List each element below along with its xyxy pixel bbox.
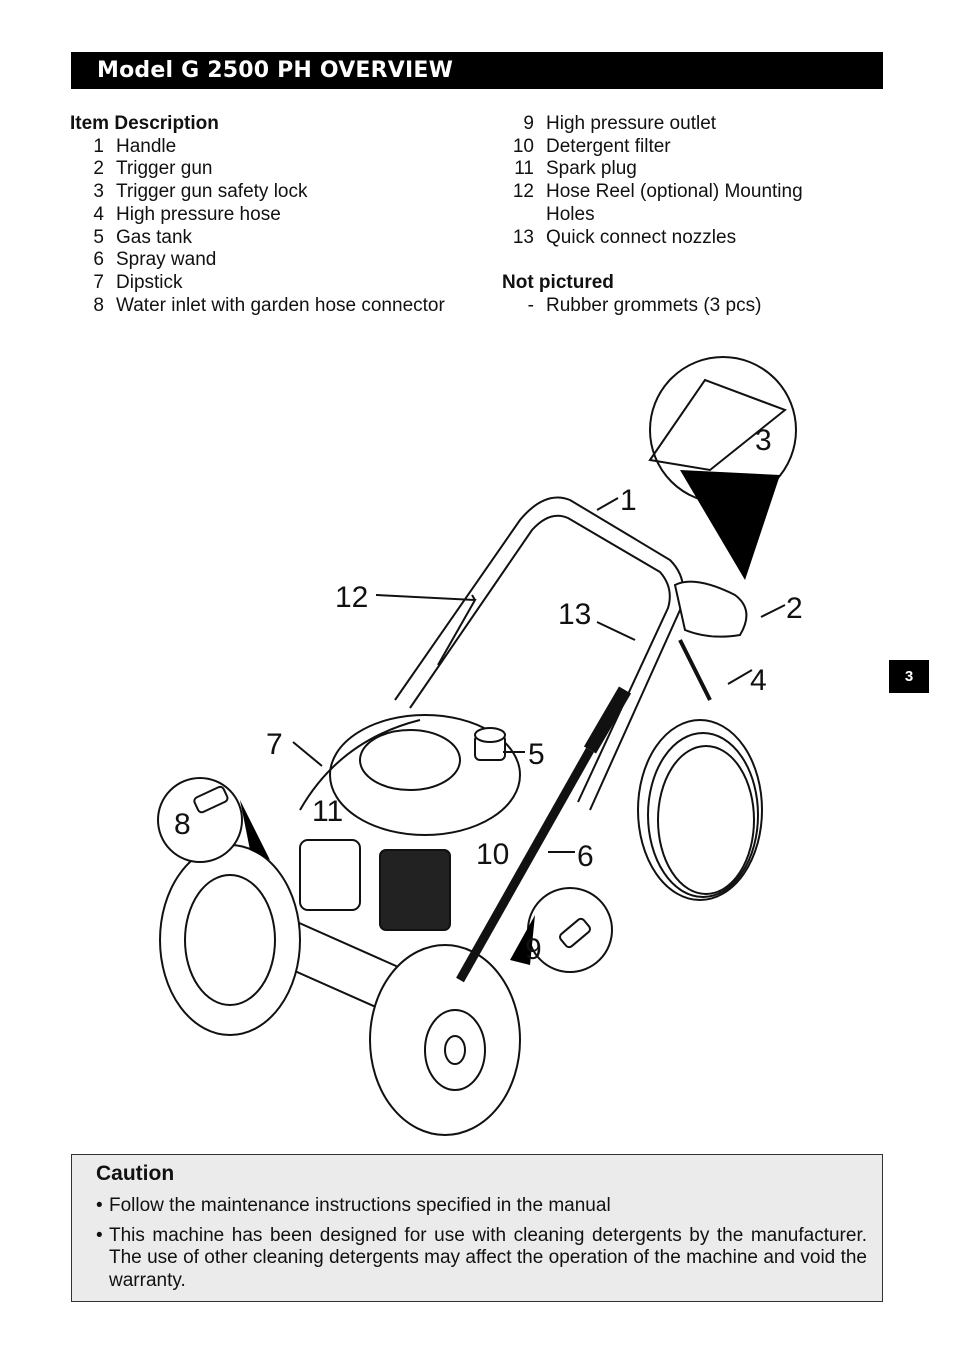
- callout-4: 4: [750, 664, 767, 697]
- callout-9: 9: [525, 933, 542, 966]
- callout-1: 1: [620, 484, 637, 517]
- callout-8: 8: [174, 808, 191, 841]
- callout-2: 2: [786, 592, 803, 625]
- list-item: -Rubber grommets (3 pcs): [527, 294, 762, 316]
- callout-13: 13: [558, 598, 591, 631]
- caution-heading: Caution: [96, 1162, 175, 1185]
- callout-10: 10: [476, 838, 509, 871]
- caution-box: Caution Follow the maintenance instructi…: [71, 1154, 883, 1302]
- page-title: Model G 2500 PH OVERVIEW: [97, 58, 454, 83]
- caution-list: Follow the maintenance instructions spec…: [96, 1195, 867, 1299]
- not-pictured-heading: Not pictured: [502, 272, 614, 294]
- callout-6: 6: [577, 840, 594, 873]
- callout-3: 3: [755, 424, 772, 457]
- callout-11: 11: [312, 795, 343, 828]
- callout-7: 7: [266, 728, 283, 761]
- pressure-washer-illustration: 1 2 3 4 5 6 7 8 9 10 11 12 13: [157, 356, 803, 1136]
- caution-item: Follow the maintenance instructions spec…: [96, 1195, 867, 1218]
- callout-12: 12: [335, 581, 368, 614]
- callout-5: 5: [528, 738, 545, 771]
- caution-item: This machine has been designed for use w…: [96, 1225, 867, 1293]
- item-description-heading: Item Description: [70, 113, 219, 134]
- page-number-tab: 3: [889, 660, 929, 693]
- section-title-bar: Model G 2500 PH OVERVIEW: [71, 52, 883, 89]
